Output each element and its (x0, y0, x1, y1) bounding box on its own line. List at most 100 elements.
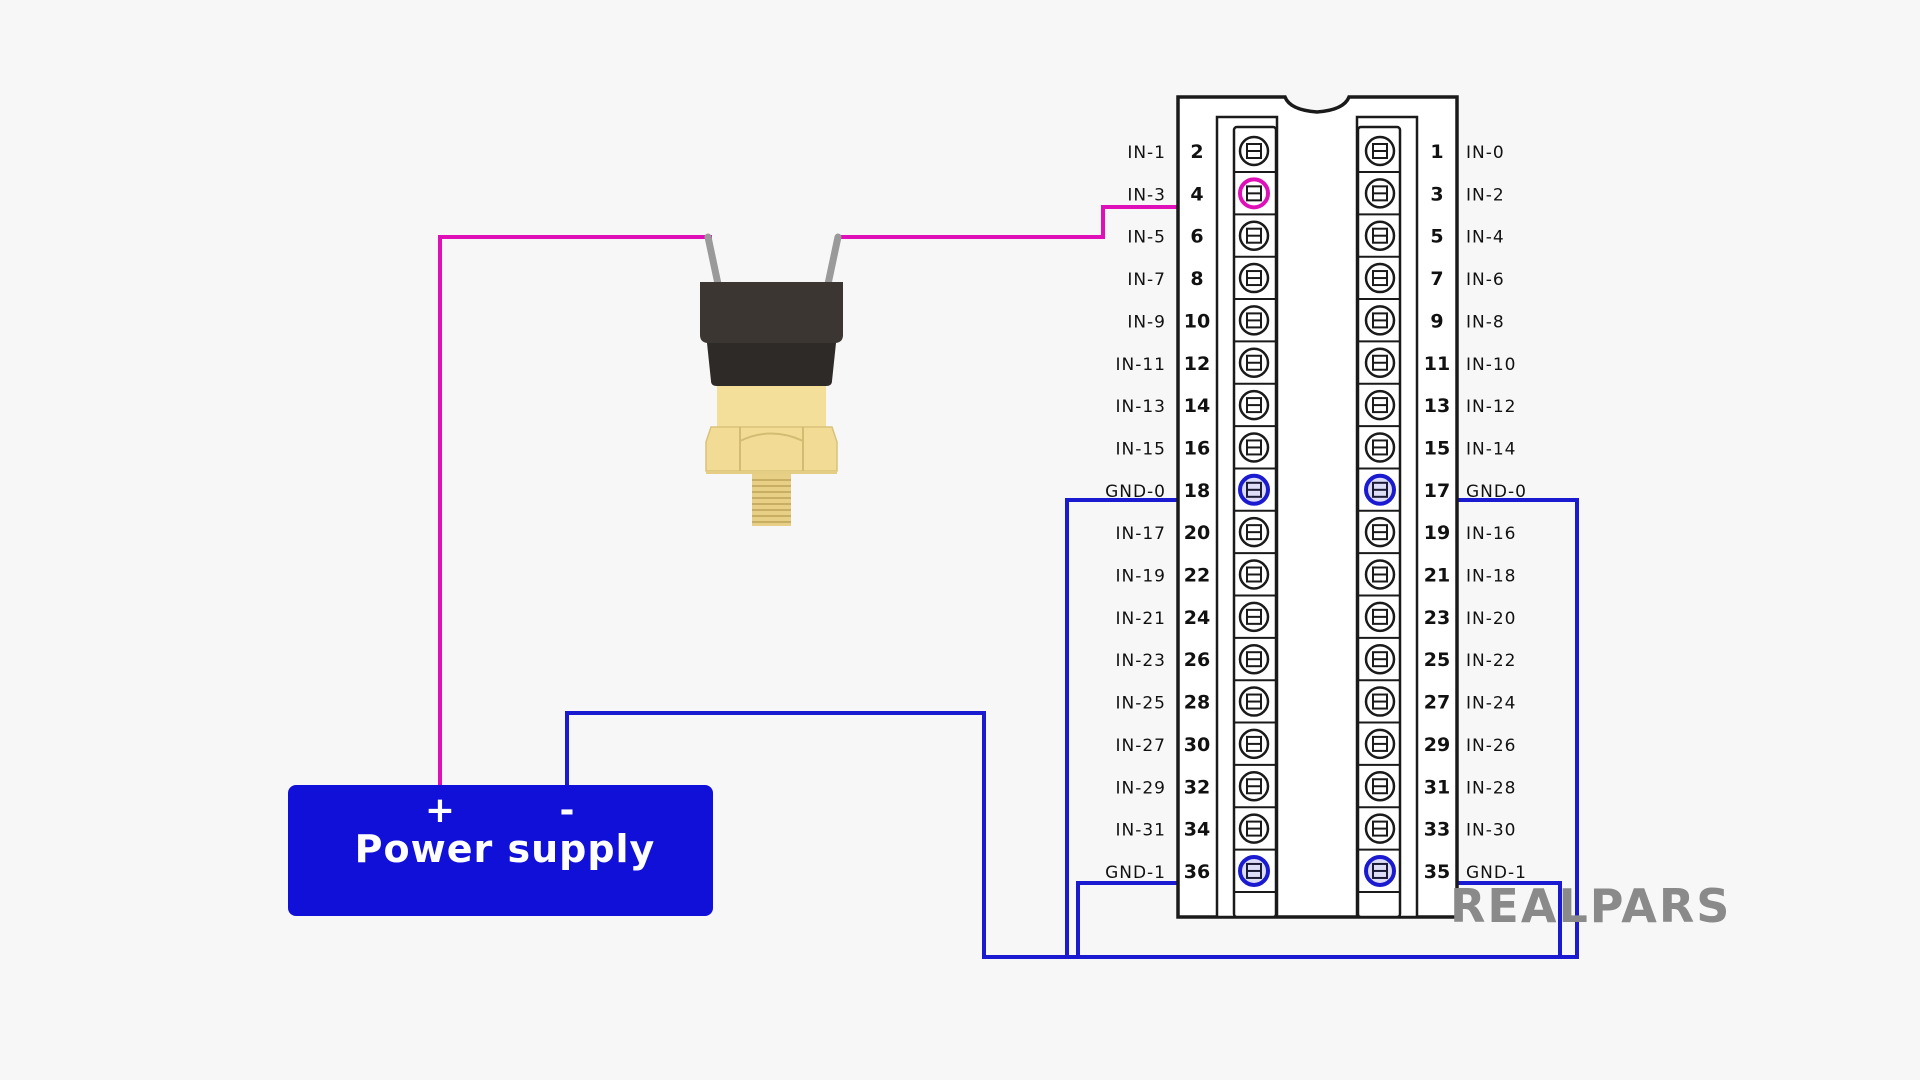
terminal-label: IN-6 (1466, 270, 1505, 290)
terminal-row-right-9: 9 IN-8 (1358, 305, 1505, 343)
terminal-row-left-12: 12 IN-11 (1116, 347, 1276, 385)
signal-connection-marker (1238, 177, 1270, 210)
terminal-label: GND-0 (1466, 482, 1527, 502)
terminal-number: 30 (1184, 734, 1210, 756)
terminal-label: GND-1 (1466, 863, 1527, 883)
signal-wire-supply-to-sensor (438, 235, 712, 785)
terminal-row-right-35: 35 GND-1 (1358, 854, 1527, 893)
terminal-number: 1 (1430, 141, 1443, 163)
terminal-row-left-2: 2 IN-1 (1127, 135, 1276, 173)
sensor-hex-base (706, 471, 837, 474)
terminal-label: IN-27 (1116, 736, 1167, 756)
terminal-number: 29 (1424, 734, 1450, 756)
power-supply-box (288, 785, 713, 916)
terminal-row-left-10: 10 IN-9 (1127, 305, 1276, 343)
sensor-collar (707, 343, 836, 386)
terminal-number: 4 (1190, 183, 1203, 205)
terminal-row-left-24: 24 IN-21 (1116, 601, 1276, 639)
terminal-label: IN-29 (1116, 778, 1167, 798)
terminal-label: IN-3 (1127, 185, 1166, 205)
terminal-label: IN-30 (1466, 821, 1517, 841)
terminal-label: IN-14 (1466, 439, 1517, 459)
terminal-number: 34 (1184, 819, 1210, 841)
terminal-number: 26 (1184, 649, 1210, 671)
terminal-label: IN-1 (1127, 143, 1166, 163)
terminal-number: 9 (1430, 310, 1443, 332)
terminal-label: IN-15 (1116, 439, 1167, 459)
terminal-label: IN-26 (1466, 736, 1517, 756)
sensor-hex-nut-facets (739, 427, 804, 471)
terminal-number: 21 (1424, 565, 1450, 587)
terminal-number: 11 (1424, 353, 1450, 375)
sensor-lead-left (704, 233, 722, 288)
terminal-row-left-30: 30 IN-27 (1116, 728, 1276, 766)
terminal-number: 10 (1184, 310, 1210, 332)
terminal-number: 28 (1184, 692, 1210, 714)
terminal-label: IN-24 (1466, 694, 1517, 714)
terminal-label: IN-16 (1466, 524, 1517, 544)
terminal-number: 13 (1424, 395, 1450, 417)
terminal-label: IN-2 (1466, 185, 1505, 205)
terminal-number: 27 (1424, 692, 1450, 714)
terminal-number: 22 (1184, 565, 1210, 587)
terminal-label: IN-21 (1116, 609, 1167, 629)
terminal-row-left-16: 16 IN-15 (1116, 432, 1276, 470)
terminal-label: IN-25 (1116, 694, 1167, 714)
sensor-thread (752, 474, 791, 526)
terminal-number: 23 (1424, 607, 1450, 629)
terminal-number: 24 (1184, 607, 1210, 629)
terminal-number: 5 (1430, 226, 1443, 248)
terminal-row-right-1: 1 IN-0 (1358, 135, 1505, 173)
terminal-number: 15 (1424, 437, 1450, 459)
terminal-label: IN-9 (1127, 312, 1166, 332)
terminal-label: IN-10 (1466, 355, 1517, 375)
terminal-label: IN-8 (1466, 312, 1505, 332)
ground-connection-marker (1364, 854, 1396, 887)
terminal-row-left-6: 6IN-5 (1127, 220, 1276, 258)
terminal-label: IN-22 (1466, 651, 1517, 671)
terminal-row-right-27: 27 IN-24 (1358, 686, 1517, 724)
terminal-label: IN-31 (1116, 821, 1167, 841)
terminal-number: 16 (1184, 437, 1210, 459)
terminal-row-right-29: 29 IN-26 (1358, 728, 1517, 766)
terminal-number: 8 (1190, 268, 1203, 290)
sensor-thread-lines (752, 479, 791, 523)
terminal-row-left-34: 34 IN-31 (1116, 813, 1276, 851)
terminal-row-right-11: 11 IN-10 (1358, 347, 1517, 385)
terminal-row-left-28: 28 IN-25 (1116, 686, 1276, 724)
terminal-number: 6 (1190, 226, 1203, 248)
terminal-label: IN-12 (1466, 397, 1517, 417)
power-supply-minus-label: - (560, 790, 575, 831)
terminal-number: 32 (1184, 776, 1210, 798)
terminal-number: 7 (1430, 268, 1443, 290)
ground-connection-marker (1364, 473, 1396, 506)
terminal-label: GND-1 (1105, 863, 1166, 883)
terminal-label: IN-17 (1116, 524, 1167, 544)
terminal-number: 35 (1424, 861, 1450, 883)
terminal-label: IN-0 (1466, 143, 1505, 163)
ground-connection-marker (1238, 473, 1270, 506)
terminal-row-right-7: 7 IN-6 (1358, 262, 1505, 301)
terminal-label: IN-11 (1116, 355, 1167, 375)
terminal-label: IN-13 (1116, 397, 1167, 417)
terminal-label: IN-7 (1127, 270, 1166, 290)
terminal-number: 12 (1184, 353, 1210, 375)
terminal-number: 2 (1190, 141, 1203, 163)
terminal-row-left-32: 32 IN-29 (1116, 771, 1276, 809)
power-supply: + - Power supply (288, 785, 713, 916)
